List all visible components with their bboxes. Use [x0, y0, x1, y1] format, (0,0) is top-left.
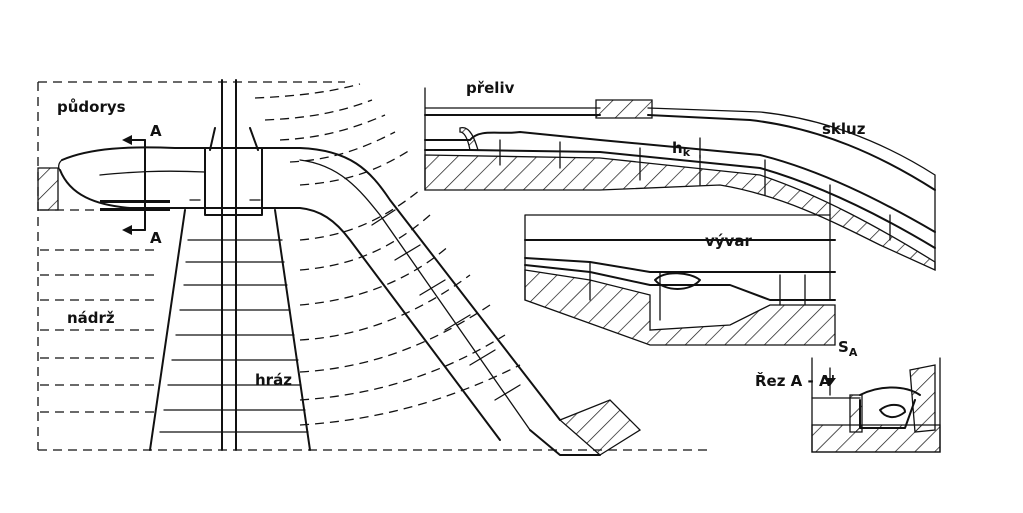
label-rez: Řez A - A': [755, 371, 835, 390]
label-pudorys: půdorys: [57, 98, 126, 116]
mark-a-bottom: A: [150, 229, 162, 247]
label-hk: hk: [672, 139, 691, 159]
longitudinal-section-vyvar: vývar: [524, 214, 836, 346]
label-vyvar: vývar: [705, 232, 752, 250]
dam-body: [149, 79, 311, 451]
contour-lines: [40, 83, 521, 426]
label-sa: SA: [838, 338, 858, 359]
cross-section-a-a: Řez A - A' SA: [755, 338, 941, 453]
longitudinal-section-preliv-skluz: přeliv skluz hk: [424, 79, 936, 272]
section-markers: A A: [100, 122, 170, 247]
plan-view: A A půdorys nádrž hráz: [37, 79, 710, 456]
label-preliv: přeliv: [466, 79, 515, 97]
mark-a-top: A: [150, 122, 162, 140]
label-nadrz: nádrž: [67, 309, 115, 327]
label-skluz: skluz: [822, 120, 866, 138]
label-hraz: hráz: [255, 371, 292, 389]
